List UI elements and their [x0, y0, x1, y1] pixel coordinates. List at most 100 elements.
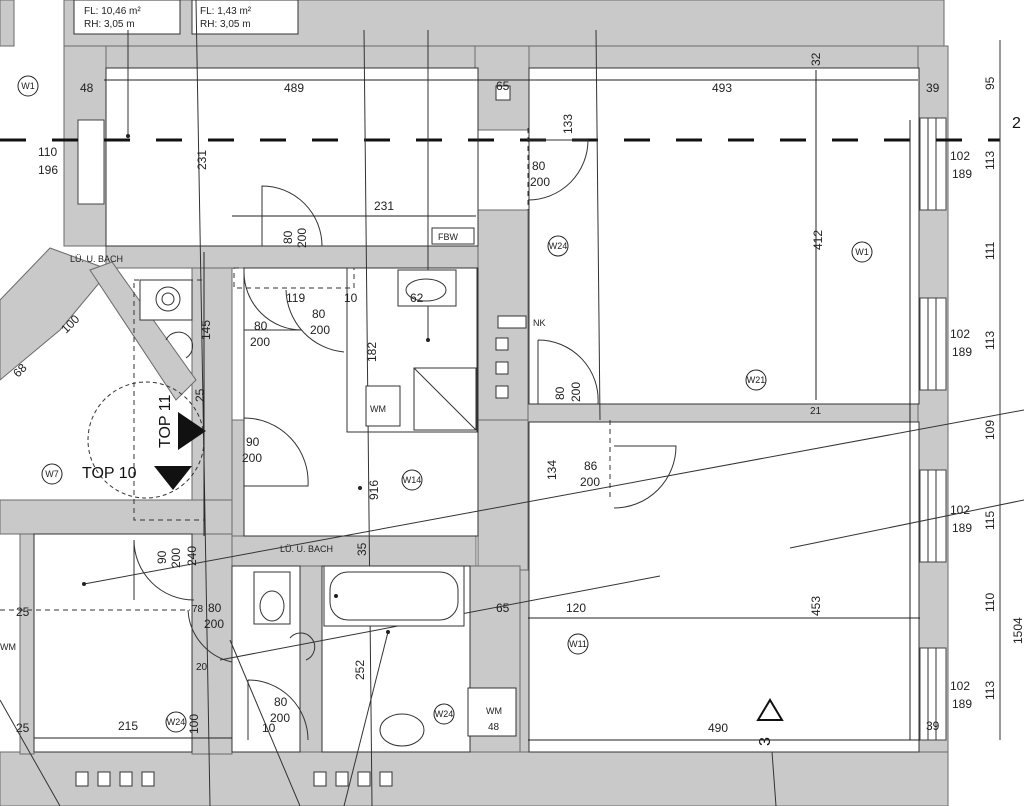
svg-text:489: 489	[284, 81, 304, 95]
wall-tag-w11: W11	[567, 633, 589, 655]
spine-wall-lower	[477, 419, 529, 571]
svg-text:W7: W7	[45, 469, 59, 479]
wall-tag-w24c: W24	[165, 711, 187, 733]
svg-text:493: 493	[712, 81, 732, 95]
svg-text:102: 102	[950, 327, 970, 341]
svg-text:W1: W1	[21, 81, 35, 91]
dimension-labels: 48 489 65 493 39 110 196 231 102 189 102…	[16, 79, 972, 735]
diagonal-wall-2	[89, 261, 197, 401]
bedroom-divider-wall	[527, 403, 919, 423]
svg-text:133: 133	[561, 114, 575, 134]
diagonal-wall	[0, 247, 111, 381]
svg-text:48: 48	[80, 81, 94, 95]
svg-text:200: 200	[204, 617, 224, 631]
label-wm-48: 48	[488, 722, 500, 733]
wall-tag-w21: W21	[745, 369, 767, 391]
bath-top-wall	[231, 535, 477, 567]
svg-text:25: 25	[16, 721, 30, 735]
svg-text:102: 102	[950, 503, 970, 517]
svg-text:78: 78	[192, 604, 204, 615]
svg-text:490: 490	[708, 721, 728, 735]
top10-arrow-icon	[154, 466, 192, 490]
svg-text:240: 240	[185, 546, 199, 566]
svg-text:200: 200	[295, 228, 309, 248]
window-west	[77, 119, 105, 205]
svg-text:100: 100	[187, 714, 201, 734]
top11-arrow-icon	[178, 412, 206, 450]
svg-text:110: 110	[983, 593, 997, 612]
wall-tag-w7: W7	[41, 463, 63, 485]
fixtures	[75, 85, 527, 787]
bath-left-wall	[299, 565, 323, 753]
svg-text:80: 80	[312, 307, 326, 321]
svg-text:119: 119	[286, 291, 305, 305]
window-2	[919, 297, 947, 391]
svg-text:120: 120	[566, 601, 586, 615]
window-1	[919, 117, 947, 211]
svg-text:39: 39	[926, 719, 940, 733]
svg-text:25: 25	[193, 388, 207, 402]
label-edge-2: 2	[1012, 115, 1021, 132]
svg-text:80: 80	[254, 319, 268, 333]
wall-tag-w1b: W1	[851, 241, 873, 263]
section-triangle-icon	[756, 698, 784, 721]
door-swings	[133, 139, 677, 741]
corner-wall	[0, 0, 15, 47]
wall-tag-w24a: W24	[547, 235, 569, 257]
label-wm-1: WM	[370, 404, 386, 414]
svg-text:102: 102	[950, 679, 970, 693]
svg-text:110: 110	[38, 145, 57, 159]
spine-wall-mid	[477, 209, 529, 421]
label-wm-2: WM	[486, 706, 502, 716]
w7-wall	[0, 499, 233, 535]
svg-text:20: 20	[196, 662, 208, 673]
svg-text:65: 65	[496, 601, 510, 615]
label-fbw: FBW	[438, 232, 459, 242]
room-info-box-2	[191, 0, 299, 35]
svg-text:1504: 1504	[1011, 617, 1024, 644]
svg-text:453: 453	[809, 596, 823, 616]
svg-text:196: 196	[38, 163, 58, 177]
svg-text:25: 25	[16, 605, 30, 619]
svg-text:215: 215	[118, 719, 138, 733]
svg-text:189: 189	[952, 697, 972, 711]
dimension-dots	[82, 134, 430, 634]
svg-text:80: 80	[532, 159, 546, 173]
unit-label-top11: TOP 11	[157, 395, 174, 448]
room-south-west	[33, 533, 193, 753]
label-lu-bach-2: LÜ. U. BACH	[280, 544, 333, 554]
svg-text:200: 200	[270, 711, 290, 725]
svg-text:189: 189	[952, 521, 972, 535]
svg-text:111: 111	[983, 241, 997, 260]
svg-text:W24: W24	[435, 709, 454, 719]
svg-text:80: 80	[208, 601, 222, 615]
label-nk: NK	[533, 318, 546, 328]
window-4	[919, 647, 947, 741]
svg-text:200: 200	[580, 475, 600, 489]
svg-text:200: 200	[530, 175, 550, 189]
room-info-area-1: FL: 10,46 m²	[84, 6, 141, 17]
svg-text:W24: W24	[549, 241, 568, 251]
svg-text:113: 113	[983, 151, 997, 170]
svg-text:95: 95	[983, 76, 997, 90]
svg-text:W1: W1	[855, 247, 869, 257]
svg-text:90: 90	[155, 550, 169, 564]
svg-text:231: 231	[195, 150, 209, 170]
hall-left-wall	[231, 419, 245, 537]
dimension-labels-vertical: 95 113 111 113 109 115 110 113 1504 231 …	[10, 52, 1024, 734]
svg-text:252: 252	[353, 660, 367, 680]
svg-text:134: 134	[545, 460, 559, 480]
svg-text:916: 916	[367, 480, 381, 500]
svg-text:145: 145	[199, 320, 213, 340]
room-info-box-1	[73, 0, 181, 35]
svg-text:189: 189	[952, 345, 972, 359]
wall-tag-w1: W1	[17, 75, 39, 97]
svg-text:189: 189	[952, 167, 972, 181]
svg-text:62: 62	[410, 291, 424, 305]
corridor-top-wall	[105, 245, 479, 269]
svg-text:10: 10	[344, 291, 358, 305]
svg-text:65: 65	[496, 79, 510, 93]
unit-label-top10: TOP 10	[82, 465, 137, 482]
